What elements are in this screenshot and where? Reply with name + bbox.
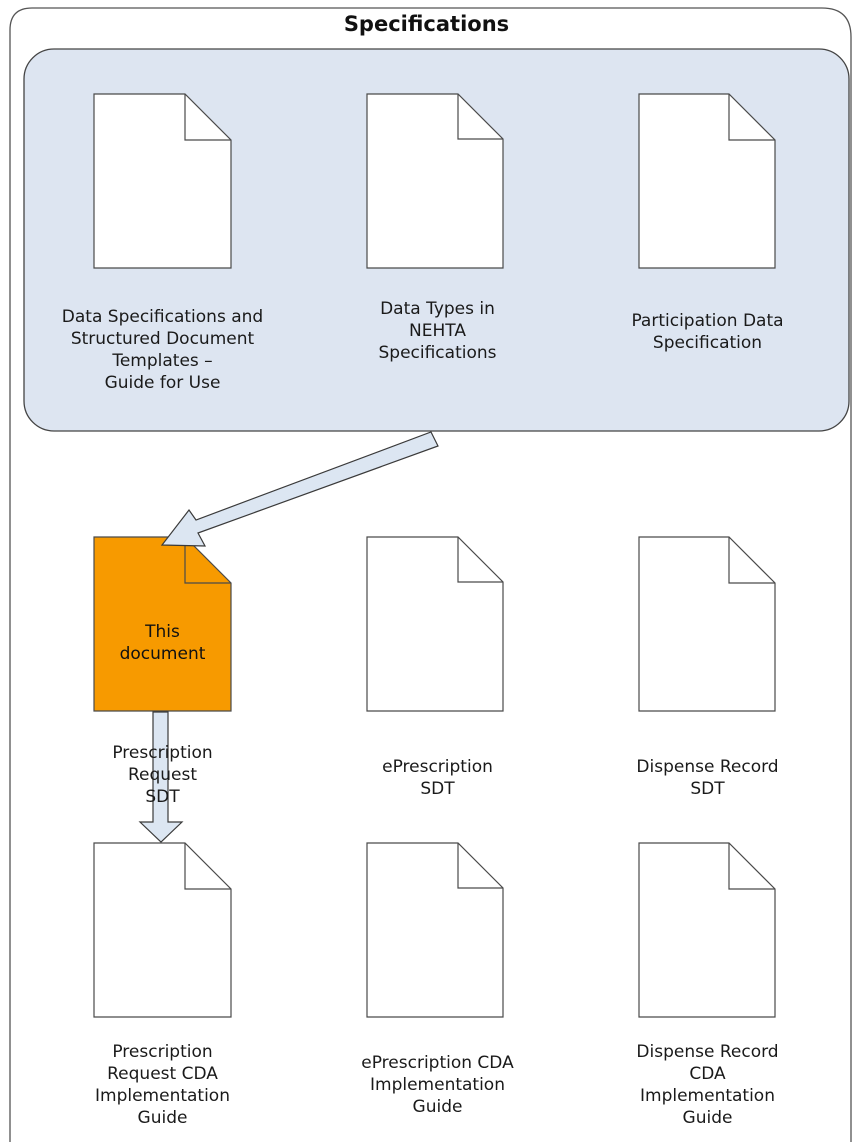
- doc-label-prescription-request-sdt: Prescription Request SDT: [112, 743, 213, 807]
- diagram-title: Specifications: [343, 12, 510, 36]
- this-document-label: This document: [119, 622, 206, 664]
- document-icon: [93, 93, 232, 269]
- specifications-frame: [9, 7, 852, 1142]
- doc-label-eprescription-sdt: ePrescription SDT: [382, 757, 493, 799]
- document-icon: [93, 842, 232, 1018]
- diagonal-arrow: [160, 431, 439, 547]
- document-icon: [638, 536, 776, 712]
- doc-label-data-specifications: Data Specifications and Structured Docum…: [61, 307, 264, 393]
- document-icon: [366, 536, 504, 712]
- doc-label-dispense-record-cda: Dispense Record CDA Implementation Guide: [636, 1042, 779, 1128]
- doc-label-dispense-record-sdt: Dispense Record SDT: [636, 757, 779, 799]
- document-icon: [638, 842, 776, 1018]
- doc-label-prescription-request-cda: Prescription Request CDA Implementation …: [95, 1042, 230, 1128]
- doc-label-participation-data: Participation Data Specification: [631, 311, 784, 353]
- doc-label-eprescription-cda: ePrescription CDA Implementation Guide: [361, 1053, 514, 1117]
- down-arrow: [138, 711, 184, 843]
- document-icon: [366, 93, 504, 269]
- document-icon: [638, 93, 776, 269]
- document-icon: [366, 842, 504, 1018]
- doc-label-data-types: Data Types in NEHTA Specifications: [378, 299, 497, 363]
